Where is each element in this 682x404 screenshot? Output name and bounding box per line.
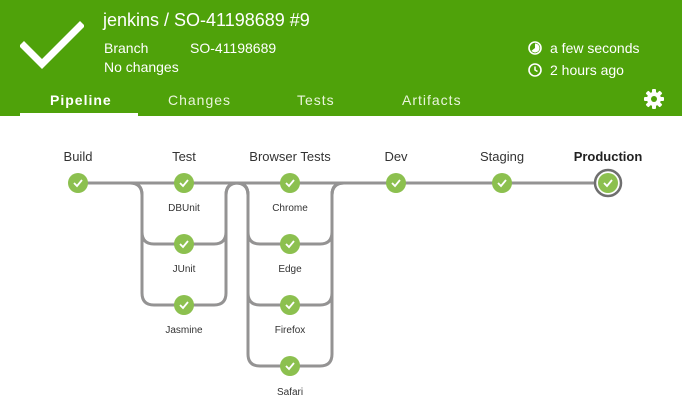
node-dev[interactable] [386, 173, 406, 193]
node-test-jasmine[interactable] [174, 295, 194, 315]
node-test-junit[interactable] [174, 234, 194, 254]
tab-pipeline[interactable]: Pipeline [50, 92, 112, 108]
node-build[interactable] [68, 173, 88, 193]
run-header: jenkins / SO-41198689 #9 Branch SO-41198… [0, 0, 682, 116]
clock-icon [528, 63, 542, 77]
tab-tests[interactable]: Tests [297, 92, 335, 108]
branch-label-chrome: Chrome [272, 203, 308, 214]
node-test-dbunit[interactable] [174, 173, 194, 193]
tab-artifacts[interactable]: Artifacts [402, 92, 462, 108]
branch-label-junit: JUnit [173, 264, 196, 275]
active-tab-indicator [20, 113, 138, 116]
node-browser-edge[interactable] [280, 234, 300, 254]
node-browser-chrome[interactable] [280, 173, 300, 193]
changes-text: No changes [104, 59, 179, 75]
started-text: 2 hours ago [550, 62, 624, 78]
node-production-selected[interactable] [593, 168, 623, 198]
success-check-icon [20, 21, 84, 69]
stage-label-staging: Staging [480, 149, 524, 164]
branch-label-dbunit: DBUnit [168, 203, 200, 214]
branch-label-firefox: Firefox [275, 325, 306, 336]
stage-label-build: Build [64, 149, 93, 164]
stage-label-production: Production [574, 149, 643, 164]
pipeline-graph: Build Test Browser Tests Dev Staging Pro… [64, 149, 643, 398]
stage-label-test: Test [172, 149, 196, 164]
duration-row: a few seconds [528, 40, 640, 56]
stage-label-dev: Dev [384, 149, 408, 164]
branch-label-jasmine: Jasmine [165, 325, 203, 336]
branch-label-edge: Edge [278, 264, 302, 275]
node-browser-safari[interactable] [280, 356, 300, 376]
started-row: 2 hours ago [528, 62, 624, 78]
stage-label-browser-tests: Browser Tests [249, 149, 331, 164]
gear-icon[interactable] [643, 88, 665, 110]
run-title[interactable]: jenkins / SO-41198689 #9 [103, 10, 310, 30]
branch-value[interactable]: SO-41198689 [190, 40, 277, 56]
node-browser-firefox[interactable] [280, 295, 300, 315]
pipeline-connectors [76, 181, 610, 368]
tab-bar: Pipeline Changes Tests Artifacts [0, 88, 682, 116]
tab-changes[interactable]: Changes [168, 92, 232, 108]
duration-text: a few seconds [550, 40, 640, 56]
node-staging[interactable] [492, 173, 512, 193]
branch-label: Branch [104, 40, 149, 56]
pie-timer-icon [528, 41, 542, 55]
branch-label-safari: Safari [277, 387, 303, 398]
